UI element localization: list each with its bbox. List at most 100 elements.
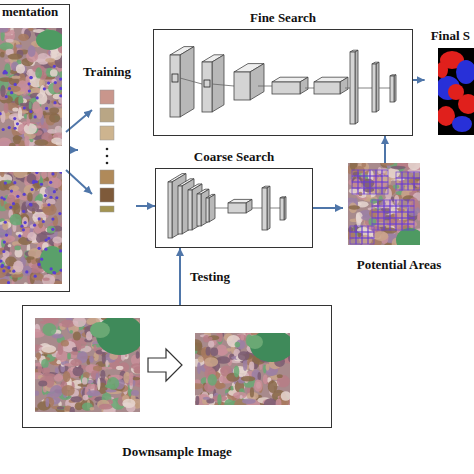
layer-block — [350, 50, 358, 124]
coral-blob — [10, 30, 15, 35]
coral-blob — [277, 374, 283, 378]
coral-blob — [116, 366, 123, 370]
grid-cell — [396, 184, 402, 190]
grid-cell — [384, 212, 390, 218]
annotation-dot — [13, 181, 16, 184]
coral-blob — [370, 198, 377, 203]
grid-cell — [356, 238, 362, 244]
coral-blob — [12, 246, 22, 250]
grid-cell — [372, 206, 378, 212]
block-side — [376, 62, 379, 112]
coral-blob — [131, 390, 139, 396]
coral-blob — [13, 172, 27, 178]
annotation-dot — [55, 196, 58, 199]
coral-blob — [18, 34, 29, 41]
coral-blob — [52, 236, 62, 243]
grid-cell — [370, 176, 376, 182]
coral-blob — [268, 380, 278, 393]
coral-blob — [208, 335, 219, 340]
coral-blob — [254, 379, 263, 391]
coral-blob — [43, 204, 57, 216]
coral-blob — [13, 261, 23, 273]
coral-blob — [75, 402, 83, 410]
coral-blob — [238, 351, 250, 360]
coral-blob — [276, 399, 282, 405]
coral-blob — [281, 391, 290, 401]
coral-blob — [216, 383, 226, 388]
coral-blob — [60, 222, 62, 227]
coral-blob — [102, 353, 106, 365]
grid-cell — [408, 172, 414, 178]
coral-blob — [24, 282, 28, 284]
block-side — [267, 186, 270, 230]
coral-blob — [266, 364, 270, 371]
coral-blob — [0, 172, 4, 177]
coral-region — [90, 322, 110, 338]
coral-blob — [60, 320, 74, 328]
annotation-dot — [32, 181, 35, 184]
coral-blob — [7, 195, 15, 203]
coral-blob — [379, 205, 393, 209]
coral-blob — [41, 172, 47, 179]
coral-blob — [42, 367, 50, 374]
coral-blob — [417, 213, 420, 221]
coral-blob — [61, 340, 69, 347]
coral-blob — [201, 347, 210, 359]
grid-cell — [352, 170, 358, 176]
annotation-dot — [4, 221, 7, 224]
kernel — [204, 80, 210, 87]
coral-blob — [105, 389, 116, 392]
coral-blob — [41, 345, 56, 353]
annotation-dot — [3, 240, 6, 243]
coral-blob — [122, 399, 135, 408]
grid-cell — [382, 182, 388, 188]
layer-block — [197, 189, 209, 226]
coral-blob — [73, 331, 81, 340]
coral-blob — [87, 390, 101, 396]
annotation-dot — [29, 203, 32, 206]
annotation-dot — [42, 220, 45, 223]
block-front — [228, 203, 246, 213]
node-label: Fine Search — [250, 10, 316, 26]
grid-cell — [372, 200, 378, 206]
coral-blob — [107, 377, 119, 390]
coral-blob — [4, 63, 10, 76]
grid-cell — [358, 176, 364, 182]
ellipsis-dot — [106, 155, 109, 158]
coral-blob — [208, 337, 212, 341]
coral-blob — [38, 381, 47, 387]
grid-cell — [402, 224, 408, 230]
coral-blob — [0, 28, 9, 33]
coral-blob — [349, 205, 360, 210]
grid-cell — [390, 206, 396, 212]
coral-blob — [7, 86, 21, 93]
coral-blob — [59, 323, 63, 327]
coral-blob — [4, 103, 9, 114]
annotation-dot — [13, 117, 16, 120]
grid-cell — [352, 182, 358, 188]
annotation-dot — [7, 281, 10, 284]
coral-blob — [26, 75, 30, 84]
coral-blob — [235, 342, 241, 348]
coral-blob — [35, 329, 42, 338]
coral-blob — [70, 330, 74, 334]
coral-blob — [349, 189, 358, 194]
grid-cell — [396, 206, 402, 212]
coral-blob — [4, 203, 12, 210]
annotation-dot — [53, 190, 56, 193]
patch — [100, 206, 114, 212]
coral-blob — [47, 100, 50, 104]
block-front — [372, 64, 376, 112]
coral-blob — [34, 214, 46, 218]
grid-cell — [384, 224, 390, 230]
layer-block — [188, 184, 202, 230]
annotation-dot — [23, 193, 26, 196]
coral-blob — [208, 374, 217, 386]
grid-cell — [378, 224, 384, 230]
coral-blob — [14, 43, 17, 56]
coral-blob — [43, 277, 50, 280]
coral-blob — [129, 376, 133, 386]
coral-blob — [67, 353, 71, 359]
coral-blob — [32, 101, 40, 113]
training-patch-column — [100, 90, 114, 212]
